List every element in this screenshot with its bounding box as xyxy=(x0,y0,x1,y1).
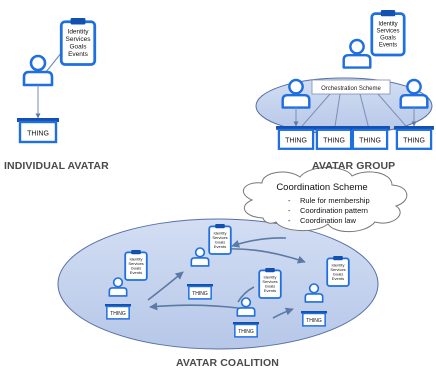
thing-label: THING xyxy=(306,318,322,324)
clipboard-line: Events xyxy=(379,42,397,48)
thing-icon: THING xyxy=(394,126,434,150)
thing-label: THING xyxy=(359,138,381,145)
avatar-group-caption: AVATAR GROUP xyxy=(312,160,396,172)
coordination-bullet: - xyxy=(288,216,291,225)
clipboard-line: Goals xyxy=(265,284,275,289)
thing-icon: THING xyxy=(104,304,132,320)
clipboard-line: Identity xyxy=(130,256,143,261)
thing-label: THING xyxy=(323,138,345,145)
clipboard-line: Events xyxy=(130,270,142,275)
coordination-title: Coordination Scheme xyxy=(276,182,367,193)
person-icon xyxy=(399,78,429,109)
clipboard-line: Goals xyxy=(380,35,396,41)
orchestration-label: Orchestration Scheme xyxy=(321,86,381,92)
clipboard-line: Services xyxy=(330,267,345,272)
person-icon xyxy=(304,283,324,303)
coordination-bullet: - xyxy=(288,206,291,215)
clipboard-line: Identity xyxy=(68,29,90,36)
thing-icon: THING xyxy=(276,126,316,150)
thing-label: THING xyxy=(110,311,126,317)
icon-layer: IdentityServicesGoalsEventsTHINGIdentity… xyxy=(17,10,434,338)
clipboard-line: Goals xyxy=(333,272,343,277)
coordination-item: Rule for membership xyxy=(300,196,370,205)
thing-label: THING xyxy=(192,291,208,297)
clipboard-line: Goals xyxy=(215,240,225,245)
thing-icon: THING xyxy=(186,284,214,300)
individual-avatar-caption: INDIVIDUAL AVATAR xyxy=(4,160,109,172)
clipboard-line: Services xyxy=(376,29,399,35)
clipboard-line: Identity xyxy=(332,262,345,267)
clipboard-line: Goals xyxy=(70,44,88,51)
avatar-coalition-caption: AVATAR COALITION xyxy=(176,357,279,369)
clipboard-line: Services xyxy=(212,235,227,240)
thing-icon: THING xyxy=(350,126,390,150)
clipboard-line: Services xyxy=(66,36,92,43)
orchestration-box: Orchestration Scheme xyxy=(311,79,391,95)
clipboard-line: Events xyxy=(332,276,344,281)
thing-icon: THING xyxy=(17,118,59,144)
clipboard-line: Services xyxy=(262,279,277,284)
thing-label: THING xyxy=(27,131,49,138)
thing-icon: THING xyxy=(300,311,328,327)
person-icon xyxy=(236,297,256,317)
thing-label: THING xyxy=(403,138,425,145)
clipboard-line: Identity xyxy=(264,274,277,279)
clipboard-line: Identity xyxy=(378,22,397,28)
clipboard-line: Events xyxy=(264,288,276,293)
coordination-bullet: - xyxy=(288,196,291,205)
coordination-cloud: Coordination Scheme - Rule for membershi… xyxy=(242,167,408,233)
thing-icon: THING xyxy=(232,322,260,338)
thing-label: THING xyxy=(285,138,307,145)
clipboard-line: Events xyxy=(214,244,226,249)
person-icon xyxy=(108,277,128,297)
thing-icon: THING xyxy=(314,126,354,150)
person-icon xyxy=(342,38,372,69)
thing-label: THING xyxy=(238,329,254,335)
coordination-item: Coordination law xyxy=(300,216,356,225)
person-icon xyxy=(190,247,210,267)
clipboard-line: Events xyxy=(68,51,89,58)
clipboard-line: Services xyxy=(128,261,143,266)
person-icon xyxy=(281,78,311,109)
clipboard-line: Identity xyxy=(214,230,227,235)
person-icon xyxy=(22,54,54,87)
clipboard-line: Goals xyxy=(131,266,141,271)
coordination-item: Coordination pattern xyxy=(300,206,368,215)
